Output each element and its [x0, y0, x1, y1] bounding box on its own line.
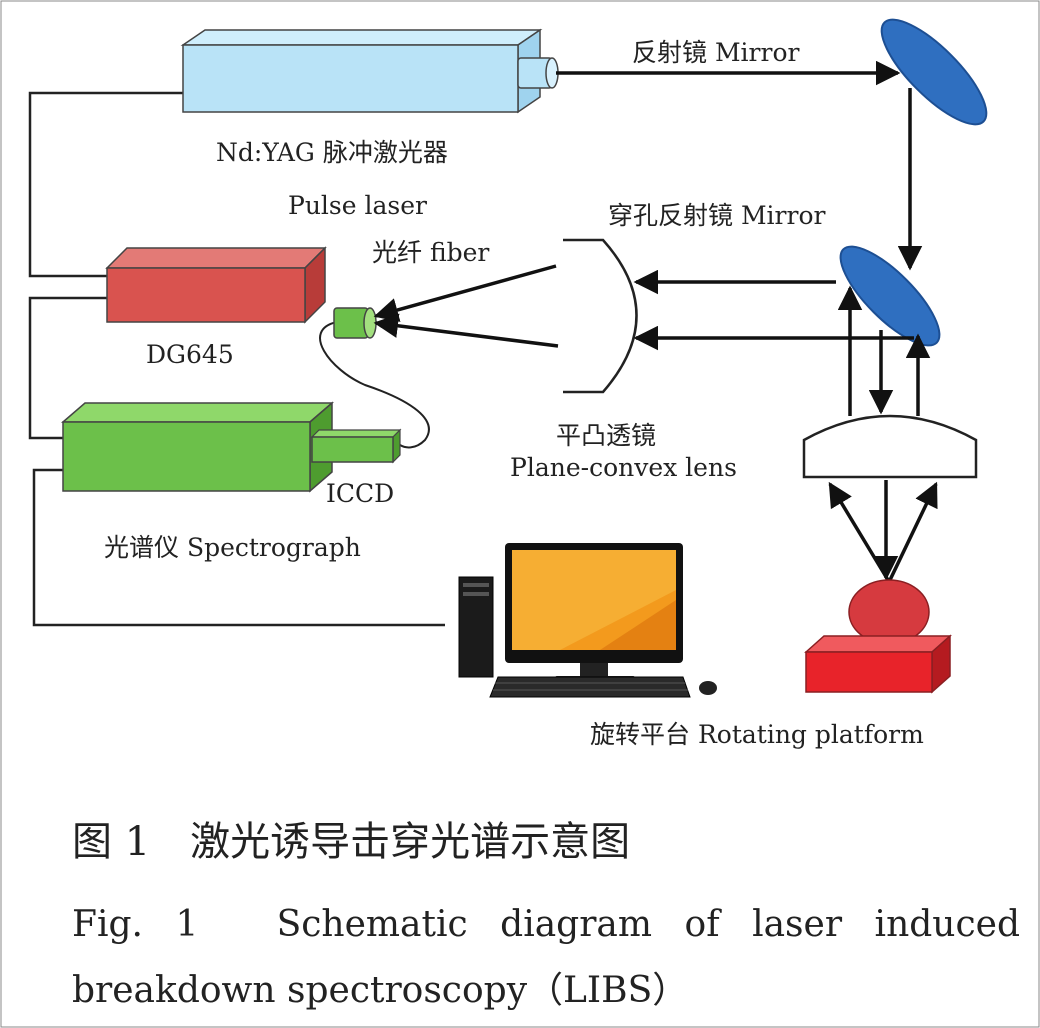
laser-label-en: Pulse laser [288, 191, 427, 220]
iccd-detector [310, 428, 402, 464]
lens-label-cn: 平凸透镜 [556, 421, 657, 450]
beam-paths [373, 60, 938, 581]
computer [458, 543, 717, 698]
laser-label-cn: Nd:YAG 脉冲激光器 [216, 138, 448, 167]
plane-convex-lens-2 [802, 414, 978, 479]
iccd-label: ICCD [326, 479, 395, 508]
pierced-mirror [839, 245, 941, 347]
platform-label: 旋转平台 Rotating platform [590, 720, 924, 749]
mirror-1 [880, 18, 988, 126]
fiber-collimator [333, 307, 377, 339]
spectrograph-box [60, 401, 335, 493]
rotating-platform [804, 634, 952, 694]
signal-wires [28, 91, 445, 627]
spectrograph-label: 光谱仪 Spectrograph [104, 533, 361, 562]
pulse-laser [180, 28, 559, 114]
pierced-mirror-label: 穿孔反射镜 Mirror [608, 201, 826, 230]
fiber-label: 光纤 fiber [372, 238, 490, 267]
sample [848, 579, 930, 645]
lens-label-en: Plane-convex lens [510, 453, 737, 482]
plane-convex-lens-1 [563, 238, 638, 394]
mirror-label: 反射镜 Mirror [632, 38, 800, 67]
caption-en: Fig. 1 Schematic diagram of laser induce… [72, 904, 1020, 1011]
dg645-label: DG645 [146, 340, 234, 369]
dg645-box [105, 246, 327, 324]
caption-cn: 图 1 激光诱导击穿光谱示意图 [72, 819, 631, 865]
